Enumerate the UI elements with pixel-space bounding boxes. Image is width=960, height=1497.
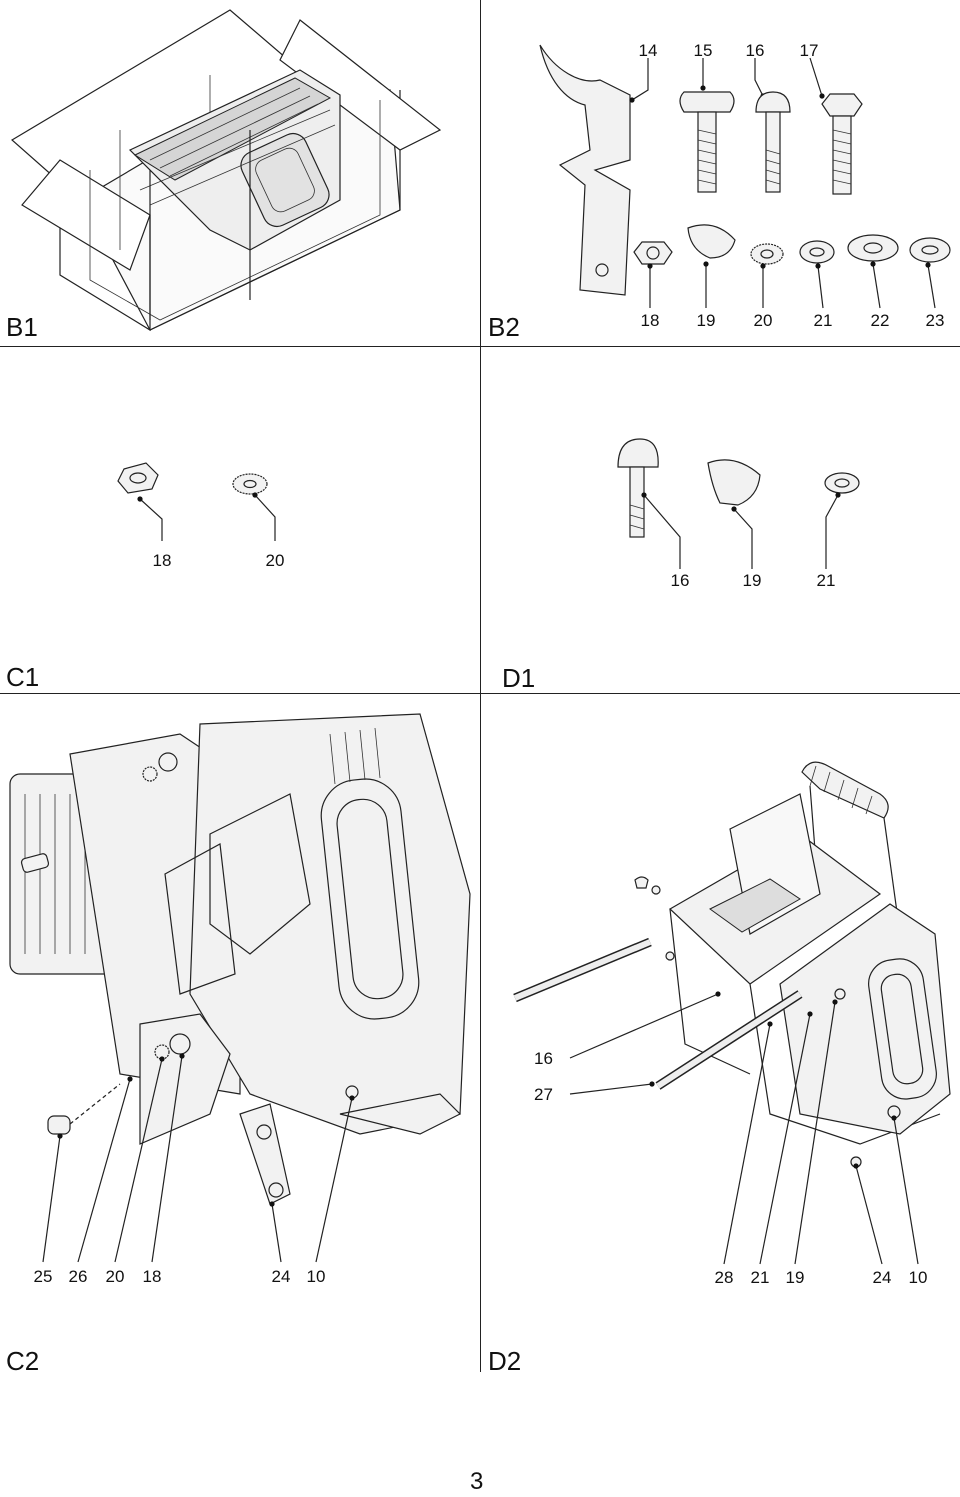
panel-label-b1: B1 — [6, 312, 38, 342]
panel-b2: 14 15 16 17 18 19 20 21 22 23 B2 — [480, 0, 960, 346]
panel-d2: 16 27 28 21 19 24 10 D2 — [480, 694, 960, 1376]
page-number: 3 — [470, 1468, 484, 1495]
panel-label-d1: D1 — [502, 663, 536, 693]
callout-10: 10 — [306, 1267, 326, 1286]
callout-16: 16 — [534, 1049, 553, 1068]
callout-21: 21 — [816, 571, 836, 590]
panel-c2: 25 26 20 18 24 10 C2 — [0, 694, 480, 1376]
callout-21: 21 — [813, 311, 833, 330]
callout-19: 19 — [696, 311, 716, 330]
callout-19: 19 — [785, 1268, 805, 1287]
callout-27: 27 — [534, 1085, 553, 1104]
callout-20: 20 — [753, 311, 773, 330]
callout-18: 18 — [142, 1267, 162, 1286]
b2-parts-illustration — [539, 44, 951, 309]
callout-20: 20 — [105, 1267, 125, 1286]
divider-row-2 — [0, 693, 960, 694]
callout-18: 18 — [152, 551, 172, 570]
callout-22: 22 — [870, 311, 890, 330]
divider-row-1 — [0, 346, 960, 347]
callout-19: 19 — [742, 571, 762, 590]
panel-label-b2: B2 — [488, 312, 520, 342]
d2-stand-assembly-illustration — [513, 761, 951, 1265]
panel-label-c2: C2 — [6, 1346, 40, 1376]
callout-26: 26 — [68, 1267, 88, 1286]
callout-16: 16 — [670, 571, 690, 590]
divider-vertical — [480, 0, 481, 1372]
callout-18: 18 — [640, 311, 660, 330]
callout-21: 21 — [750, 1268, 770, 1287]
panel-label-c1: C1 — [6, 662, 40, 692]
c2-mounting-detail-illustration — [9, 713, 471, 1263]
b1-boxed-machine-illustration — [10, 9, 442, 332]
callout-15: 15 — [693, 41, 713, 60]
c1-nut-washer-illustration — [117, 462, 276, 541]
callout-23: 23 — [925, 311, 945, 330]
callout-16: 16 — [745, 41, 765, 60]
callout-14: 14 — [638, 41, 658, 60]
callout-28: 28 — [714, 1268, 734, 1287]
callout-25: 25 — [33, 1267, 53, 1286]
panel-d1: 16 19 21 D1 — [480, 347, 960, 693]
panel-label-d2: D2 — [488, 1346, 522, 1376]
callout-24: 24 — [872, 1268, 892, 1287]
callout-10: 10 — [908, 1268, 928, 1287]
callout-20: 20 — [265, 551, 285, 570]
panel-c1: 18 20 C1 — [0, 347, 480, 693]
d1-bolt-knob-washer-illustration — [617, 438, 860, 569]
callout-24: 24 — [271, 1267, 291, 1286]
callout-17: 17 — [799, 41, 819, 60]
panel-b1: B1 — [0, 0, 480, 346]
